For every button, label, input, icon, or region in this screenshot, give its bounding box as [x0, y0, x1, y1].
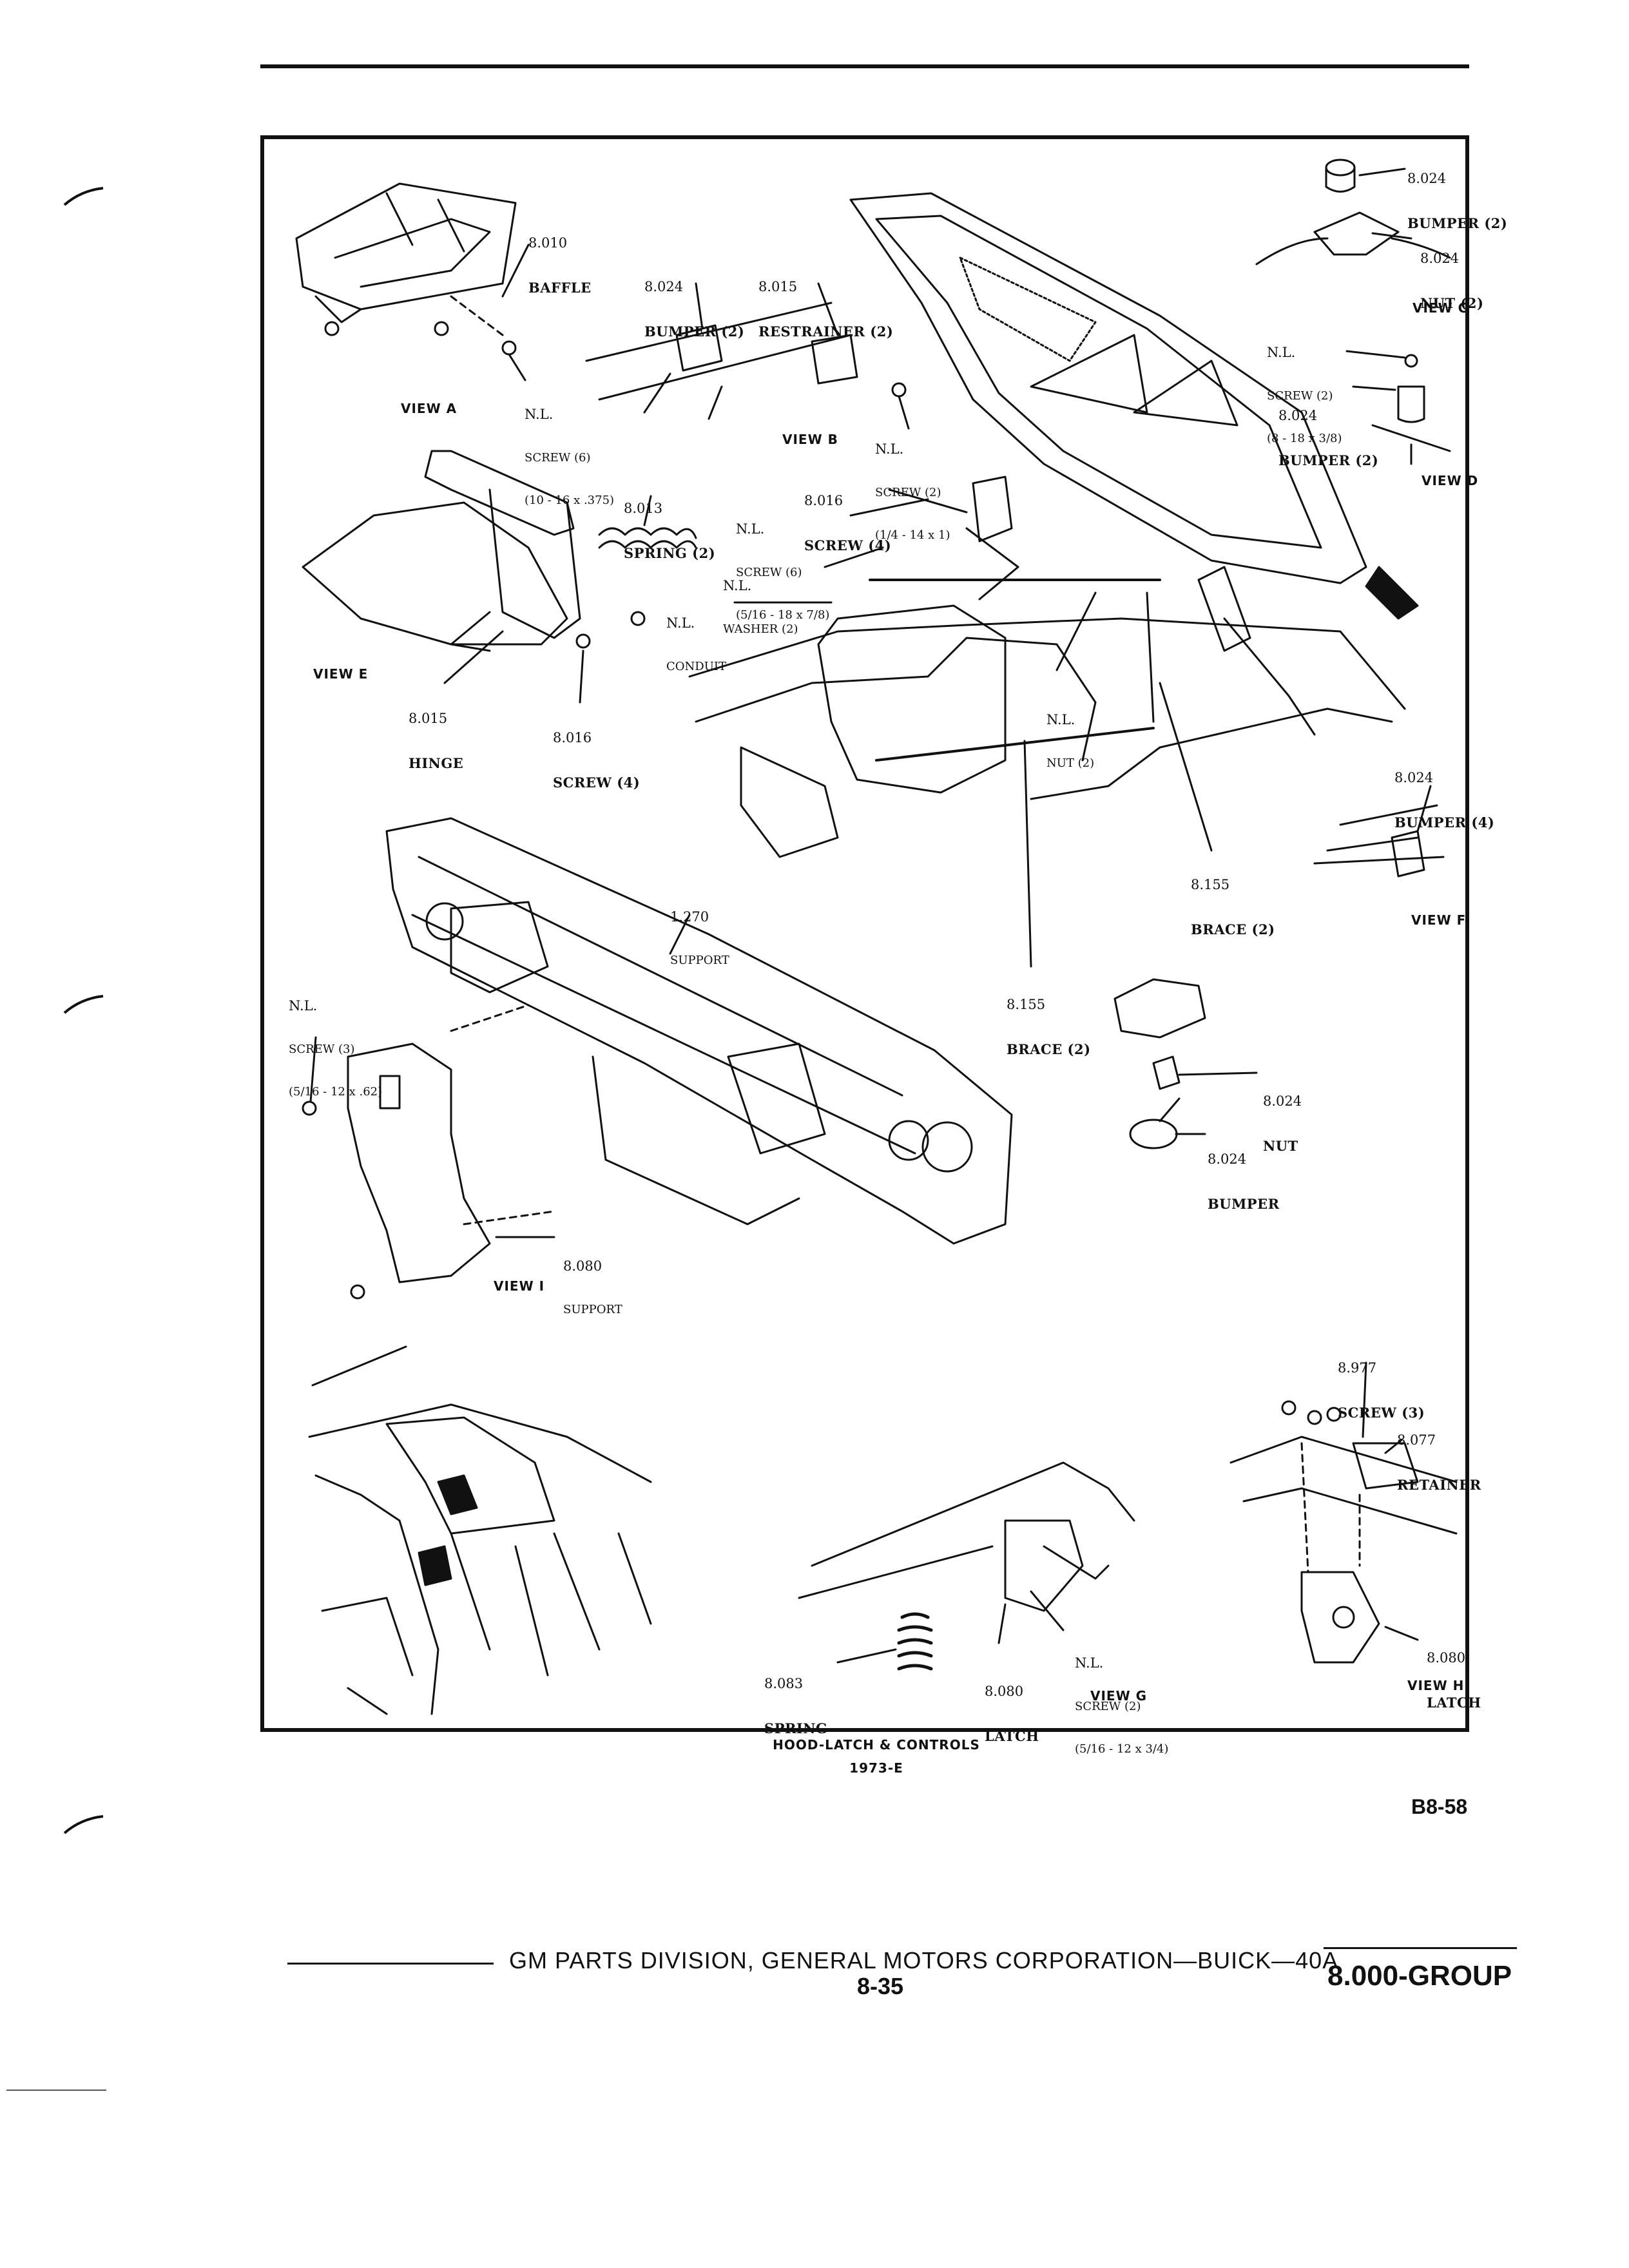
view-d-label: VIEW D: [1422, 473, 1479, 488]
leader-screw-e: [579, 649, 584, 704]
callout-bumper-f: 8.024 BUMPER (4): [1394, 770, 1495, 831]
leader-washer: [824, 546, 884, 568]
view-h-drawing: [1229, 1400, 1458, 1664]
radiator-support-drawing: [385, 817, 1013, 1245]
view-a-label: VIEW A: [401, 401, 458, 416]
callout-latch-g: 8.080 LATCH: [985, 1684, 1039, 1744]
leader-spring-e: [643, 495, 652, 526]
leader-nut-c: [1371, 232, 1412, 240]
callout-bumper-mid: 8.024 BUMPER: [1208, 1151, 1280, 1212]
leader-latch-h: [1384, 1626, 1419, 1641]
leader-screw-g: [1030, 1590, 1065, 1631]
leader-support-main: [669, 914, 691, 955]
callout-screw-i: N.L. SCREW (3) (5/16 - 12 x .62): [289, 998, 383, 1099]
view-b-label: VIEW B: [782, 432, 838, 447]
leader-bumper-f: [1416, 785, 1432, 832]
callout-baffle: 8.010 BAFFLE: [528, 235, 592, 296]
callout-bumper-c: 8.024 BUMPER (2): [1407, 171, 1508, 231]
figure-frame: [260, 135, 1469, 1732]
leader-screw-d: [1345, 350, 1406, 359]
footer-rule-right: [1324, 1947, 1517, 1949]
callout-brace-2: 8.155 BRACE (2): [1007, 997, 1091, 1057]
callout-support-main: 1.270 SUPPORT: [670, 909, 729, 967]
callout-spring-e: 8.013 SPRING (2): [624, 501, 716, 561]
callout-nut-c: 8.024 NUT (2): [1420, 251, 1484, 311]
callout-screw-e: 8.016 SCREW (4): [553, 730, 641, 791]
view-g-label: VIEW G: [1090, 1688, 1148, 1704]
view-i-drawing: [302, 1004, 555, 1300]
callout-support-i: 8.080 SUPPORT: [563, 1258, 622, 1316]
leader-latch-g: [998, 1603, 1007, 1644]
callout-screw-h: 8.977 SCREW (3): [1338, 1360, 1425, 1421]
leader-restrainer: [817, 282, 839, 336]
callout-screw-g: N.L. SCREW (2) (5/16 - 12 x 3/4): [1075, 1655, 1169, 1756]
callout-restrainer: 8.015 RESTRAINER (2): [758, 279, 894, 340]
view-e-label: VIEW E: [313, 666, 369, 682]
latch-area-drawing: [308, 1345, 652, 1715]
footer-publisher-text: GM PARTS DIVISION, GENERAL MOTORS CORPOR…: [509, 1947, 1339, 1974]
callout-screw-d: N.L. SCREW (2) (8 - 18 x 3/8): [1267, 345, 1342, 445]
view-i-label: VIEW I: [494, 1278, 545, 1294]
footer-page-number: 8-35: [857, 1973, 904, 1999]
leader-brace-2: [1023, 740, 1032, 968]
baffle-part-drawing: [295, 182, 517, 356]
leader-screw-i: [309, 1036, 317, 1103]
leader-bumper-d: [1352, 385, 1396, 391]
bumper-restrainer-drawing: [585, 302, 907, 420]
leader-screw-b: [898, 395, 910, 430]
leader-nut-mid: [1178, 1072, 1258, 1076]
callout-spring-g: 8.083 SPRING: [764, 1676, 828, 1736]
leader-screw-nl6: [849, 498, 929, 517]
figure-caption-title: HOOD-LATCH & CONTROLS: [773, 1737, 980, 1753]
leader-screw-hinge: [888, 488, 968, 514]
callout-hinge: 8.015 HINGE: [409, 711, 464, 771]
leader-retainer: [1384, 1439, 1403, 1454]
view-g-drawing: [798, 1461, 1135, 1671]
callout-screw-a: N.L. SCREW (6) (10 - 16 x .375): [525, 407, 615, 507]
leader-bumper-c: [1358, 168, 1406, 177]
leader-screw-a: [508, 353, 526, 381]
top-rule: [260, 64, 1469, 68]
footer-group-label: 8.000-GROUP: [1327, 1960, 1512, 1992]
leader-brace-1: [1159, 682, 1213, 852]
callout-screw-b: N.L. SCREW (2) (1/4 - 14 x 1): [875, 441, 950, 542]
callout-nut-nl: N.L. NUT (2): [1046, 712, 1095, 770]
engine-bay-drawing: [688, 476, 1406, 858]
nut-bumper-drawing: [1113, 978, 1206, 1149]
view-e-drawing: [302, 450, 697, 652]
callout-nut-mid: 8.024 NUT: [1263, 1093, 1302, 1154]
view-f-label: VIEW F: [1411, 912, 1467, 928]
figure-page-ref: B8-58: [1411, 1795, 1468, 1818]
leader-spring-g: [836, 1648, 897, 1664]
hood-drawing: [849, 192, 1419, 620]
callout-retainer: 8.077 RETAINER: [1397, 1432, 1481, 1493]
callout-screw-nl6: N.L. SCREW (6) (5/16 - 18 x 7/8): [736, 521, 830, 622]
leader-nut-nl: [1055, 591, 1097, 671]
callout-bumper-d: 8.024 BUMPER (2): [1278, 408, 1379, 468]
callout-screw-hinge: 8.016 SCREW (4): [804, 493, 892, 553]
leader-screw-h: [1362, 1361, 1367, 1438]
callout-latch-h: 8.080 LATCH: [1427, 1650, 1481, 1711]
view-c-label: VIEW C: [1412, 300, 1469, 316]
view-d-drawing: [1371, 354, 1451, 465]
callout-bumper-b: 8.024 BUMPER (2): [644, 279, 745, 340]
leader-baffle: [501, 244, 530, 298]
callout-brace-1: 8.155 BRACE (2): [1191, 877, 1275, 937]
callout-washer: N.L. WASHER (2): [723, 578, 798, 636]
view-h-label: VIEW H: [1407, 1678, 1465, 1693]
leader-hinge: [443, 630, 504, 684]
callout-conduit: N.L. CONDUIT: [666, 615, 726, 673]
footer-rule-left: [287, 1963, 494, 1965]
leader-bumper-b: [695, 282, 704, 330]
figure-caption-sub: 1973-E: [849, 1760, 903, 1776]
view-c-drawing: [1255, 159, 1451, 265]
view-f-drawing: [1313, 804, 1445, 878]
